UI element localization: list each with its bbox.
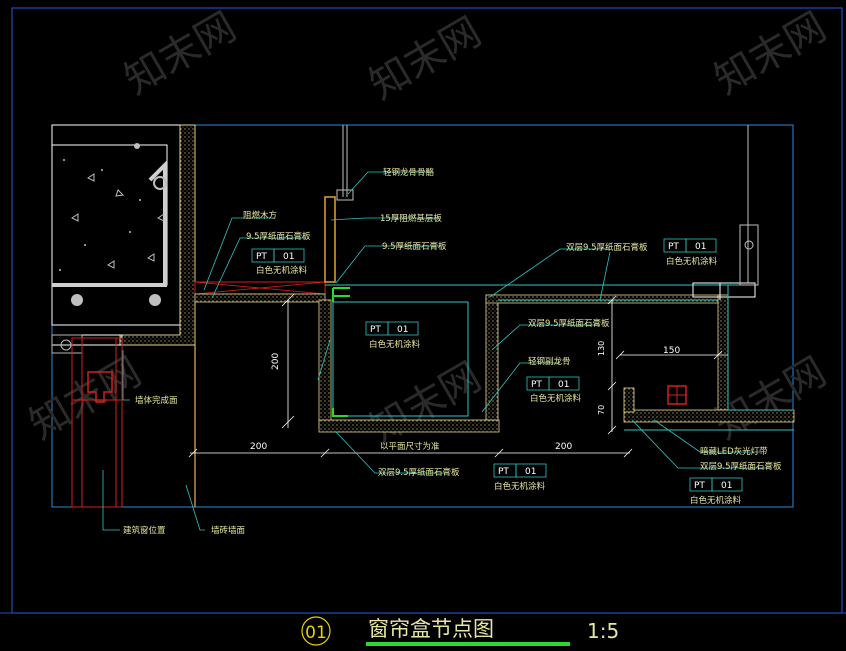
pt-paint: 白色无机涂料 <box>530 393 582 404</box>
concrete-column <box>51 124 196 346</box>
title-number: 01 <box>305 623 327 643</box>
watermark-text-2: 知末网 <box>362 9 489 109</box>
pt-tag-2: PT 01 白色无机涂料 <box>365 321 421 350</box>
watermark-text-5: 知末网 <box>362 354 489 454</box>
title-text: 窗帘盒节点图 <box>368 617 494 641</box>
pt-code: PT <box>668 242 679 252</box>
label-wall-finish: 墙体完成面 <box>135 395 178 406</box>
leader-lines <box>102 171 770 531</box>
pt-number: 01 <box>558 380 569 390</box>
pt-number: 01 <box>721 481 732 491</box>
pt-paint: 白色无机涂料 <box>690 495 742 506</box>
label-wood-plank: 阻燃木方 <box>243 210 277 221</box>
label-brick-wall: 墙砖墙面 <box>211 525 246 536</box>
curtain-box-top <box>194 281 740 303</box>
dim-150: 150 <box>663 346 680 356</box>
curtain-box-body <box>318 125 500 433</box>
ceiling-right <box>485 125 795 431</box>
label-ceiling-note: 以平面尺寸为准 <box>380 441 440 452</box>
title-block: 01 窗帘盒节点图 1:5 <box>0 612 846 646</box>
label-gypsum-mid: 9.5厚纸面石膏板 <box>382 241 447 252</box>
pt-code: PT <box>531 380 542 390</box>
dimension-lines <box>188 293 728 458</box>
pt-code: PT <box>694 481 705 491</box>
pt-tag-6: PT 01 白色无机涂料 <box>689 477 743 506</box>
pt-number: 01 <box>525 467 536 477</box>
pt-code: PT <box>370 325 381 335</box>
label-led-strip: 暗藏LED灰光灯带 <box>700 446 768 457</box>
label-gypsum-left: 9.5厚纸面石膏板 <box>246 231 311 242</box>
label-board-15: 15厚阻燃基层板 <box>380 213 442 224</box>
pt-paint: 白色无机涂料 <box>666 256 718 267</box>
label-double-gypsum-right: 双层9.5厚纸面石膏板 <box>700 461 782 472</box>
watermark: 知末网 知末网 知末网 知末网 知末网 知末网 <box>22 4 834 454</box>
dim-200-right: 200 <box>555 442 572 452</box>
pt-number: 01 <box>695 242 706 252</box>
pt-tag-3: PT 01 白色无机涂料 <box>663 238 718 267</box>
label-window-position: 建筑窗位置 <box>123 525 166 536</box>
pt-number: 01 <box>283 252 294 262</box>
watermark-text-3: 知末网 <box>707 4 834 104</box>
pt-tag-5: PT 01 白色无机涂料 <box>493 463 547 492</box>
label-double-gypsum-bottom: 双层9.5厚纸面石膏板 <box>378 467 460 478</box>
pt-paint: 白色无机涂料 <box>494 481 546 492</box>
pt-paint: 白色无机涂料 <box>256 265 308 276</box>
pt-code: PT <box>256 252 267 262</box>
window-frame <box>51 334 123 508</box>
annotations: 轻钢龙骨骨骼 阻燃木方 15厚阻燃基层板 9.5厚纸面石膏板 9.5厚纸面石膏板… <box>123 167 782 536</box>
dim-200-vertical: 200 <box>271 353 281 370</box>
watermark-text-4: 知末网 <box>22 349 149 449</box>
label-steel-keel: 轻钢龙骨骨骼 <box>383 167 435 178</box>
dim-70: 70 <box>597 405 606 415</box>
pt-tag-4: PT 01 白色无机涂料 <box>526 376 582 404</box>
watermark-text-1: 知末网 <box>117 4 244 104</box>
label-steel-channel: 轻钢副龙骨 <box>528 356 571 367</box>
pt-number: 01 <box>397 325 408 335</box>
dim-200-left: 200 <box>250 442 267 452</box>
title-scale: 1:5 <box>587 619 619 643</box>
label-double-gypsum-mid: 双层9.5厚纸面石膏板 <box>528 318 610 329</box>
pt-paint: 白色无机涂料 <box>369 339 421 350</box>
title-number-circle <box>301 616 331 646</box>
pt-code: PT <box>498 467 509 477</box>
pt-tag-1: PT 01 白色无机涂料 <box>251 248 308 276</box>
label-double-gypsum-top: 双层9.5厚纸面石膏板 <box>566 242 648 253</box>
dim-130: 130 <box>597 341 606 356</box>
